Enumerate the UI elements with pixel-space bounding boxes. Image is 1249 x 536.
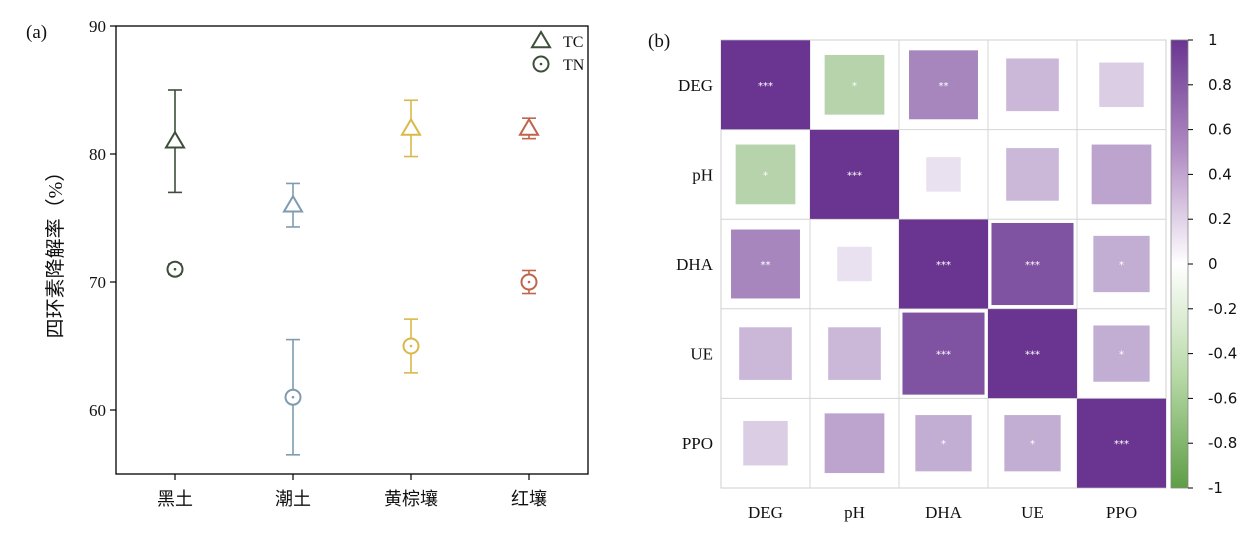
column-label: pH xyxy=(844,503,865,522)
panel-b-row-labels: DEG pH DHA UE PPO xyxy=(676,76,714,453)
y-tick-label: 60 xyxy=(89,401,106,420)
legend-label-tn: TN xyxy=(563,57,585,74)
heatmap-cell xyxy=(926,157,961,192)
heatmap-cell xyxy=(1091,144,1152,205)
y-tick-label: 90 xyxy=(89,17,106,36)
row-label: PPO xyxy=(682,434,713,453)
significance-label: *** xyxy=(1114,439,1129,450)
panel-b-column-labels: DEG pH DHA UE PPO xyxy=(748,503,1137,522)
y-tick-label: 80 xyxy=(89,145,106,164)
legend-marker-tc xyxy=(530,30,552,49)
panel-a-y-axis-label: 四环素降解率（%） xyxy=(44,162,67,339)
heatmap-cell xyxy=(731,229,800,299)
heatmap-cell xyxy=(743,420,788,466)
significance-label: * xyxy=(1119,260,1124,271)
heatmap-cell xyxy=(909,50,978,120)
colorbar-tick-label: 0 xyxy=(1208,255,1218,273)
panel-b-heatmap-grid xyxy=(720,39,1167,489)
column-label: DHA xyxy=(925,503,963,522)
colorbar-tick-label: -0.4 xyxy=(1208,345,1237,363)
heatmap-cell xyxy=(899,219,988,309)
panel-b-heatmap-cells: ******************************* xyxy=(721,40,1166,488)
heatmap-cell xyxy=(735,144,796,205)
panel-a: (a) 60 70 80 90 黑土 潮土 黄棕壤 红壤 TC TN 四环素降解率（%） xyxy=(26,17,589,509)
significance-label: * xyxy=(1030,439,1035,450)
y-tick-label: 70 xyxy=(89,273,106,292)
x-tick-label: 黑土 xyxy=(157,489,193,509)
significance-label: * xyxy=(1119,350,1124,361)
panel-a-x-axis: 黑土 潮土 黄棕壤 红壤 xyxy=(157,474,547,509)
x-tick-label: 潮土 xyxy=(275,489,311,509)
colorbar-gradient xyxy=(1170,39,1189,489)
colorbar-tick-label: 0.2 xyxy=(1208,210,1232,228)
heatmap-cell xyxy=(1004,415,1061,472)
data-point-tc xyxy=(282,194,304,213)
heatmap-cell xyxy=(824,413,885,474)
data-point-tc xyxy=(164,130,186,149)
panel-b-colorbar: 1 0.8 0.6 0.4 0.2 0 -0.2 -0.4 -0.6 -0.8 -1 xyxy=(1170,31,1237,497)
column-label: DEG xyxy=(748,503,783,522)
heatmap-cell xyxy=(824,54,885,115)
significance-label: *** xyxy=(847,170,862,181)
heatmap-cell xyxy=(828,327,881,380)
data-point-tc xyxy=(400,117,422,136)
significance-label: *** xyxy=(1025,260,1040,271)
heatmap-cell xyxy=(721,40,810,130)
significance-label: *** xyxy=(1025,350,1040,361)
legend-label-tc: TC xyxy=(563,34,583,51)
colorbar-tick-label: -0.2 xyxy=(1208,300,1237,318)
significance-label: * xyxy=(852,81,857,92)
heatmap-cell xyxy=(1077,398,1166,488)
significance-label: ** xyxy=(761,260,771,271)
x-tick-label: 红壤 xyxy=(511,489,547,509)
colorbar-tick-label: 0.8 xyxy=(1208,76,1232,94)
legend-marker-tn-dot xyxy=(539,62,543,66)
colorbar-tick-label: -0.8 xyxy=(1208,434,1237,452)
significance-label: * xyxy=(941,439,946,450)
data-point-tn-dot xyxy=(527,280,531,284)
heatmap-cell xyxy=(915,415,972,472)
colorbar-tick-label: -0.6 xyxy=(1208,389,1237,407)
panel-a-legend: TC TN xyxy=(530,30,585,74)
significance-label: * xyxy=(763,170,768,181)
heatmap-cell xyxy=(1093,235,1150,293)
colorbar-tick-label: 0.6 xyxy=(1208,121,1232,139)
row-label: UE xyxy=(690,345,713,364)
heatmap-cell xyxy=(1006,148,1059,201)
panel-b: (b) ******************************* DEGp… xyxy=(648,31,1237,522)
heatmap-cell xyxy=(1093,325,1150,382)
heatmap-border xyxy=(720,39,1167,489)
data-point-tn-dot xyxy=(173,267,177,271)
row-label: DHA xyxy=(676,255,714,274)
row-label: DEG xyxy=(678,76,713,95)
colorbar-tick-label: -1 xyxy=(1208,479,1223,497)
panel-b-label: (b) xyxy=(648,31,670,52)
significance-label: *** xyxy=(758,81,773,92)
panel-a-label: (a) xyxy=(26,22,47,43)
heatmap-cell xyxy=(810,129,899,219)
significance-label: *** xyxy=(936,350,951,361)
significance-label: ** xyxy=(939,81,949,92)
panel-a-plot-frame xyxy=(115,25,589,475)
heatmap-cell xyxy=(988,309,1077,399)
data-point-tn-dot xyxy=(291,395,295,399)
colorbar-tick-label: 1 xyxy=(1208,31,1218,49)
panel-a-y-axis: 60 70 80 90 xyxy=(89,17,116,420)
data-point-tc xyxy=(518,117,540,136)
x-tick-label: 黄棕壤 xyxy=(384,489,438,509)
panel-a-series xyxy=(164,89,540,456)
heatmap-cell xyxy=(837,246,872,282)
data-point-tn-dot xyxy=(409,344,413,348)
significance-label: *** xyxy=(936,260,951,271)
heatmap-cell xyxy=(902,312,985,395)
colorbar-tick-label: 0.4 xyxy=(1208,165,1232,183)
heatmap-cell xyxy=(1006,58,1059,112)
column-label: UE xyxy=(1021,503,1044,522)
heatmap-cell xyxy=(739,327,792,380)
column-label: PPO xyxy=(1106,503,1137,522)
heatmap-cell xyxy=(991,222,1074,306)
heatmap-cell xyxy=(1099,62,1144,108)
row-label: pH xyxy=(692,165,713,184)
